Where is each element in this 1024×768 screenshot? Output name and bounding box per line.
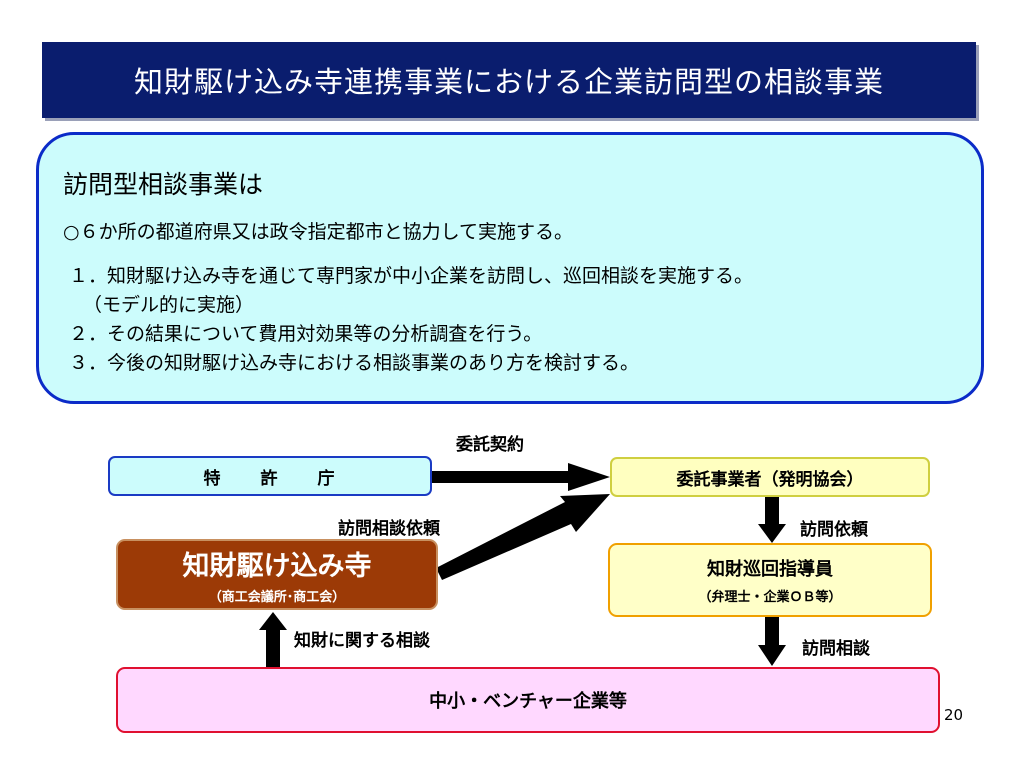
summary-lead: ○６か所の都道府県又は政令指定都市と協力して実施する。 <box>63 221 574 243</box>
summary-item-1: １．知財駆け込み寺を通じて専門家が中小企業を訪問し、巡回相談を実施する。 <box>69 265 754 287</box>
node-advisor-label: 知財巡回指導員 <box>707 559 833 580</box>
label-ip-consultation: 知財に関する相談 <box>294 631 430 651</box>
label-visit-request-from-temple: 訪問相談依頼 <box>338 519 440 539</box>
arrow-ip-consultation <box>259 612 287 667</box>
arrow-contract <box>432 463 610 491</box>
node-sme: 中小・ベンチャー企業等 <box>116 667 940 733</box>
node-jpo-label: 特 許 庁 <box>203 468 337 489</box>
node-kakekomi-label: 知財駆け込み寺 <box>182 551 372 582</box>
title-bar: 知財駆け込み寺連携事業における企業訪問型の相談事業 <box>42 42 976 118</box>
label-visit-request: 訪問依頼 <box>800 520 868 540</box>
arrow-visit-request <box>436 494 610 580</box>
summary-heading: 訪問型相談事業は <box>63 170 264 199</box>
summary-item-2: ２．その結果について費用対効果等の分析調査を行う。 <box>69 323 543 345</box>
node-kakekomi-sublabel: （商工会議所･商工会） <box>208 590 346 605</box>
node-jpo: 特 許 庁 <box>108 456 432 496</box>
page-number: 20 <box>944 706 964 724</box>
node-contractor: 委託事業者（発明協会） <box>610 457 930 497</box>
summary-box: 訪問型相談事業は ○６か所の都道府県又は政令指定都市と協力して実施する。 １．知… <box>36 132 984 404</box>
node-sme-label: 中小・ベンチャー企業等 <box>429 691 627 712</box>
arrow-visit-order <box>758 497 786 543</box>
arrow-visit-consultation <box>758 617 786 666</box>
summary-item-3: ３．今後の知財駆け込み寺における相談事業のあり方を検討する。 <box>69 352 640 374</box>
node-kakekomi: 知財駆け込み寺 （商工会議所･商工会） <box>116 539 438 610</box>
summary-item-1-note: （モデル的に実施） <box>83 294 255 316</box>
page-title: 知財駆け込み寺連携事業における企業訪問型の相談事業 <box>133 65 884 99</box>
label-contract: 委託契約 <box>456 435 524 455</box>
label-visit-consultation: 訪問相談 <box>802 639 870 659</box>
node-advisor: 知財巡回指導員 （弁理士・企業ＯＢ等） <box>608 543 932 617</box>
node-contractor-label: 委託事業者（発明協会） <box>676 469 864 490</box>
node-advisor-sublabel: （弁理士・企業ＯＢ等） <box>698 590 842 605</box>
